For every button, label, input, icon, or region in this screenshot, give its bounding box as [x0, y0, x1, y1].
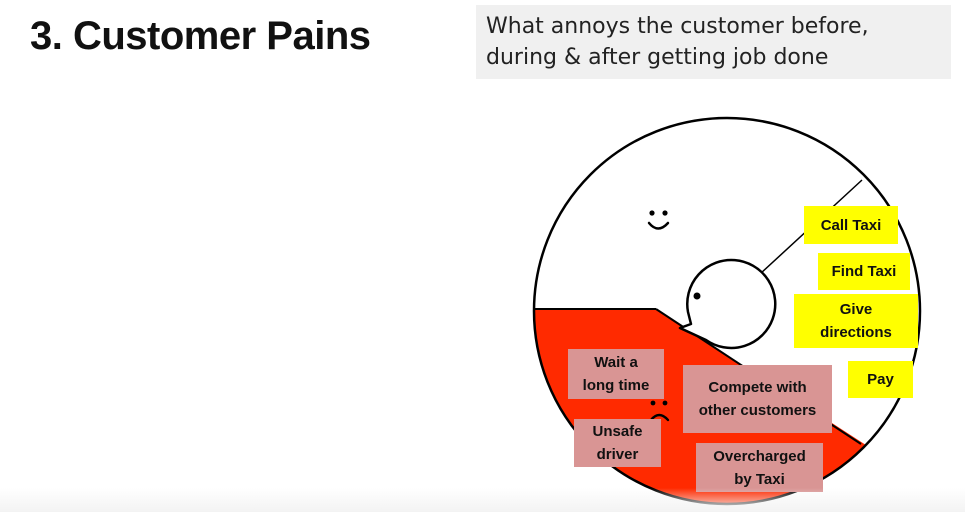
pain-note-compete-with-customers: Compete with other customers — [683, 365, 832, 433]
pain-note-overcharged-by-taxi: Overcharged by Taxi — [696, 443, 823, 492]
bottom-fade — [0, 488, 965, 512]
subtitle-box: What annoys the customer before, during … — [476, 5, 951, 79]
job-note-give-directions: Give directions — [794, 294, 918, 348]
customer-head-icon — [678, 258, 777, 350]
job-note-find-taxi: Find Taxi — [818, 253, 910, 290]
subtitle-line-2: during & after getting job done — [486, 45, 829, 70]
page-title: 3. Customer Pains — [30, 14, 371, 58]
pain-note-unsafe-driver: Unsafe driver — [574, 419, 661, 467]
pain-note-wait-long-time: Wait a long time — [568, 349, 664, 399]
subtitle-line-1: What annoys the customer before, — [486, 14, 869, 39]
job-note-call-taxi: Call Taxi — [804, 206, 898, 244]
smiley-face-icon — [647, 210, 670, 230]
frowny-face-icon — [649, 400, 670, 422]
job-note-pay: Pay — [848, 361, 913, 398]
